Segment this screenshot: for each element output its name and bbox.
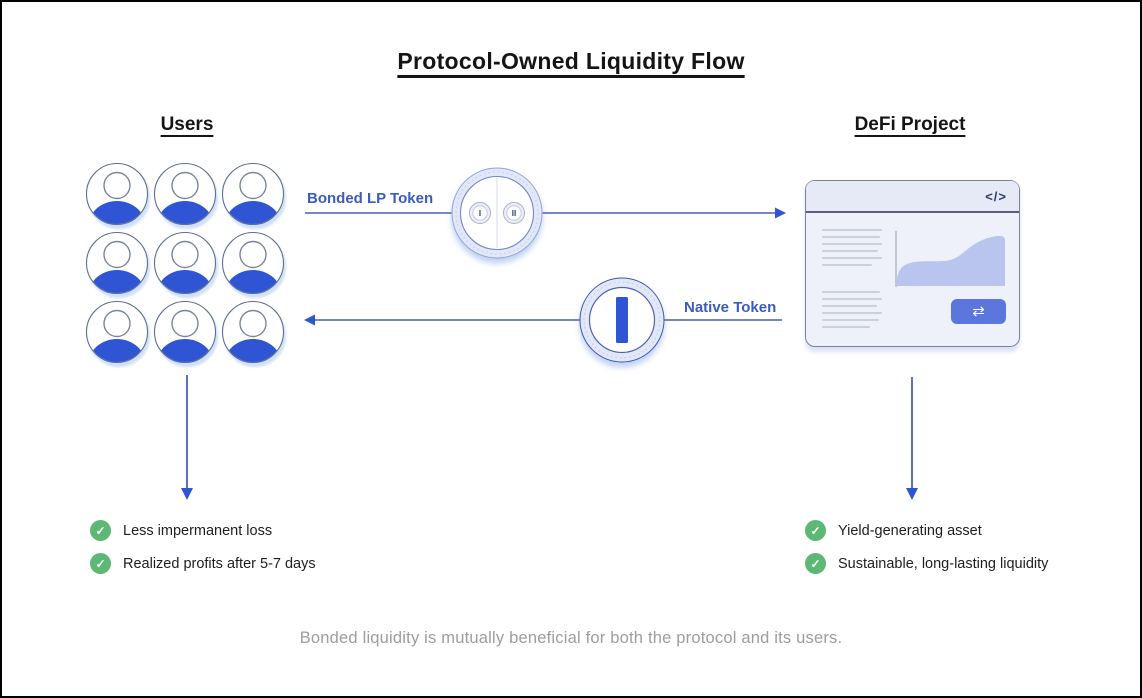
text-placeholder-block [822, 291, 882, 328]
benefit-label: Sustainable, long-lasting liquidity [838, 555, 1049, 572]
native-token-label: Native Token [684, 299, 777, 316]
lp-coin-1-icon: I [469, 202, 491, 224]
benefit-item: ✓ Realized profits after 5-7 days [90, 553, 316, 574]
window-header: </> [806, 181, 1019, 213]
swap-arrows-icon: ⇄ [972, 303, 985, 320]
benefit-item: ✓ Less impermanent loss [90, 520, 316, 541]
project-benefits-list: ✓ Yield-generating asset ✓ Sustainable, … [805, 520, 1048, 574]
footer-caption: Bonded liquidity is mutually beneficial … [299, 629, 843, 647]
swap-button: ⇄ [951, 299, 1006, 324]
defi-project-window: </> ⇄ [805, 180, 1020, 347]
check-icon: ✓ [90, 520, 111, 541]
benefit-label: Realized profits after 5-7 days [123, 555, 316, 572]
native-token-icon [579, 277, 665, 363]
bonded-lp-token-label: Bonded LP Token [307, 190, 434, 207]
users-heading: Users [160, 114, 214, 135]
text-placeholder-block [822, 229, 882, 266]
benefit-item: ✓ Sustainable, long-lasting liquidity [805, 553, 1048, 574]
page-title: Protocol-Owned Liquidity Flow [397, 48, 745, 74]
lp-coin-2-icon: II [503, 202, 525, 224]
benefit-label: Yield-generating asset [838, 522, 982, 539]
lp-token-icon: I II [451, 167, 543, 259]
check-icon: ✓ [805, 553, 826, 574]
growth-chart-icon [895, 231, 1005, 287]
benefit-item: ✓ Yield-generating asset [805, 520, 1048, 541]
benefit-label: Less impermanent loss [123, 522, 273, 539]
users-benefits-list: ✓ Less impermanent loss ✓ Realized profi… [90, 520, 316, 574]
svg-text:I: I [479, 209, 481, 218]
code-icon: </> [985, 188, 1007, 204]
defi-project-heading: DeFi Project [854, 114, 966, 135]
check-icon: ✓ [90, 553, 111, 574]
svg-text:II: II [512, 209, 516, 218]
check-icon: ✓ [805, 520, 826, 541]
